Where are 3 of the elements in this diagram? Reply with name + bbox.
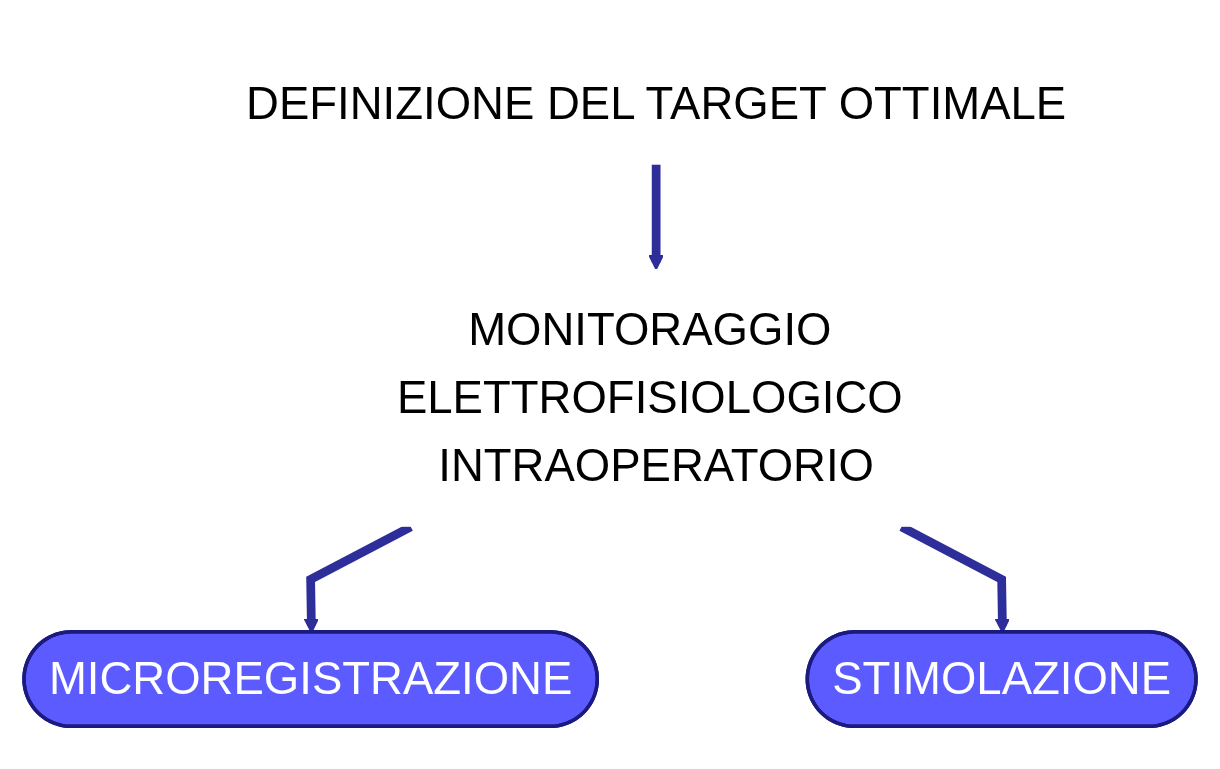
node-text: MONITORAGGIO ELETTROFISIOLOGICO INTRAOPERATORIO	[396, 302, 903, 492]
arrow	[648, 163, 664, 270]
node-text: DEFINIZIONE DEL TARGET OTTIMALE	[246, 76, 1067, 129]
